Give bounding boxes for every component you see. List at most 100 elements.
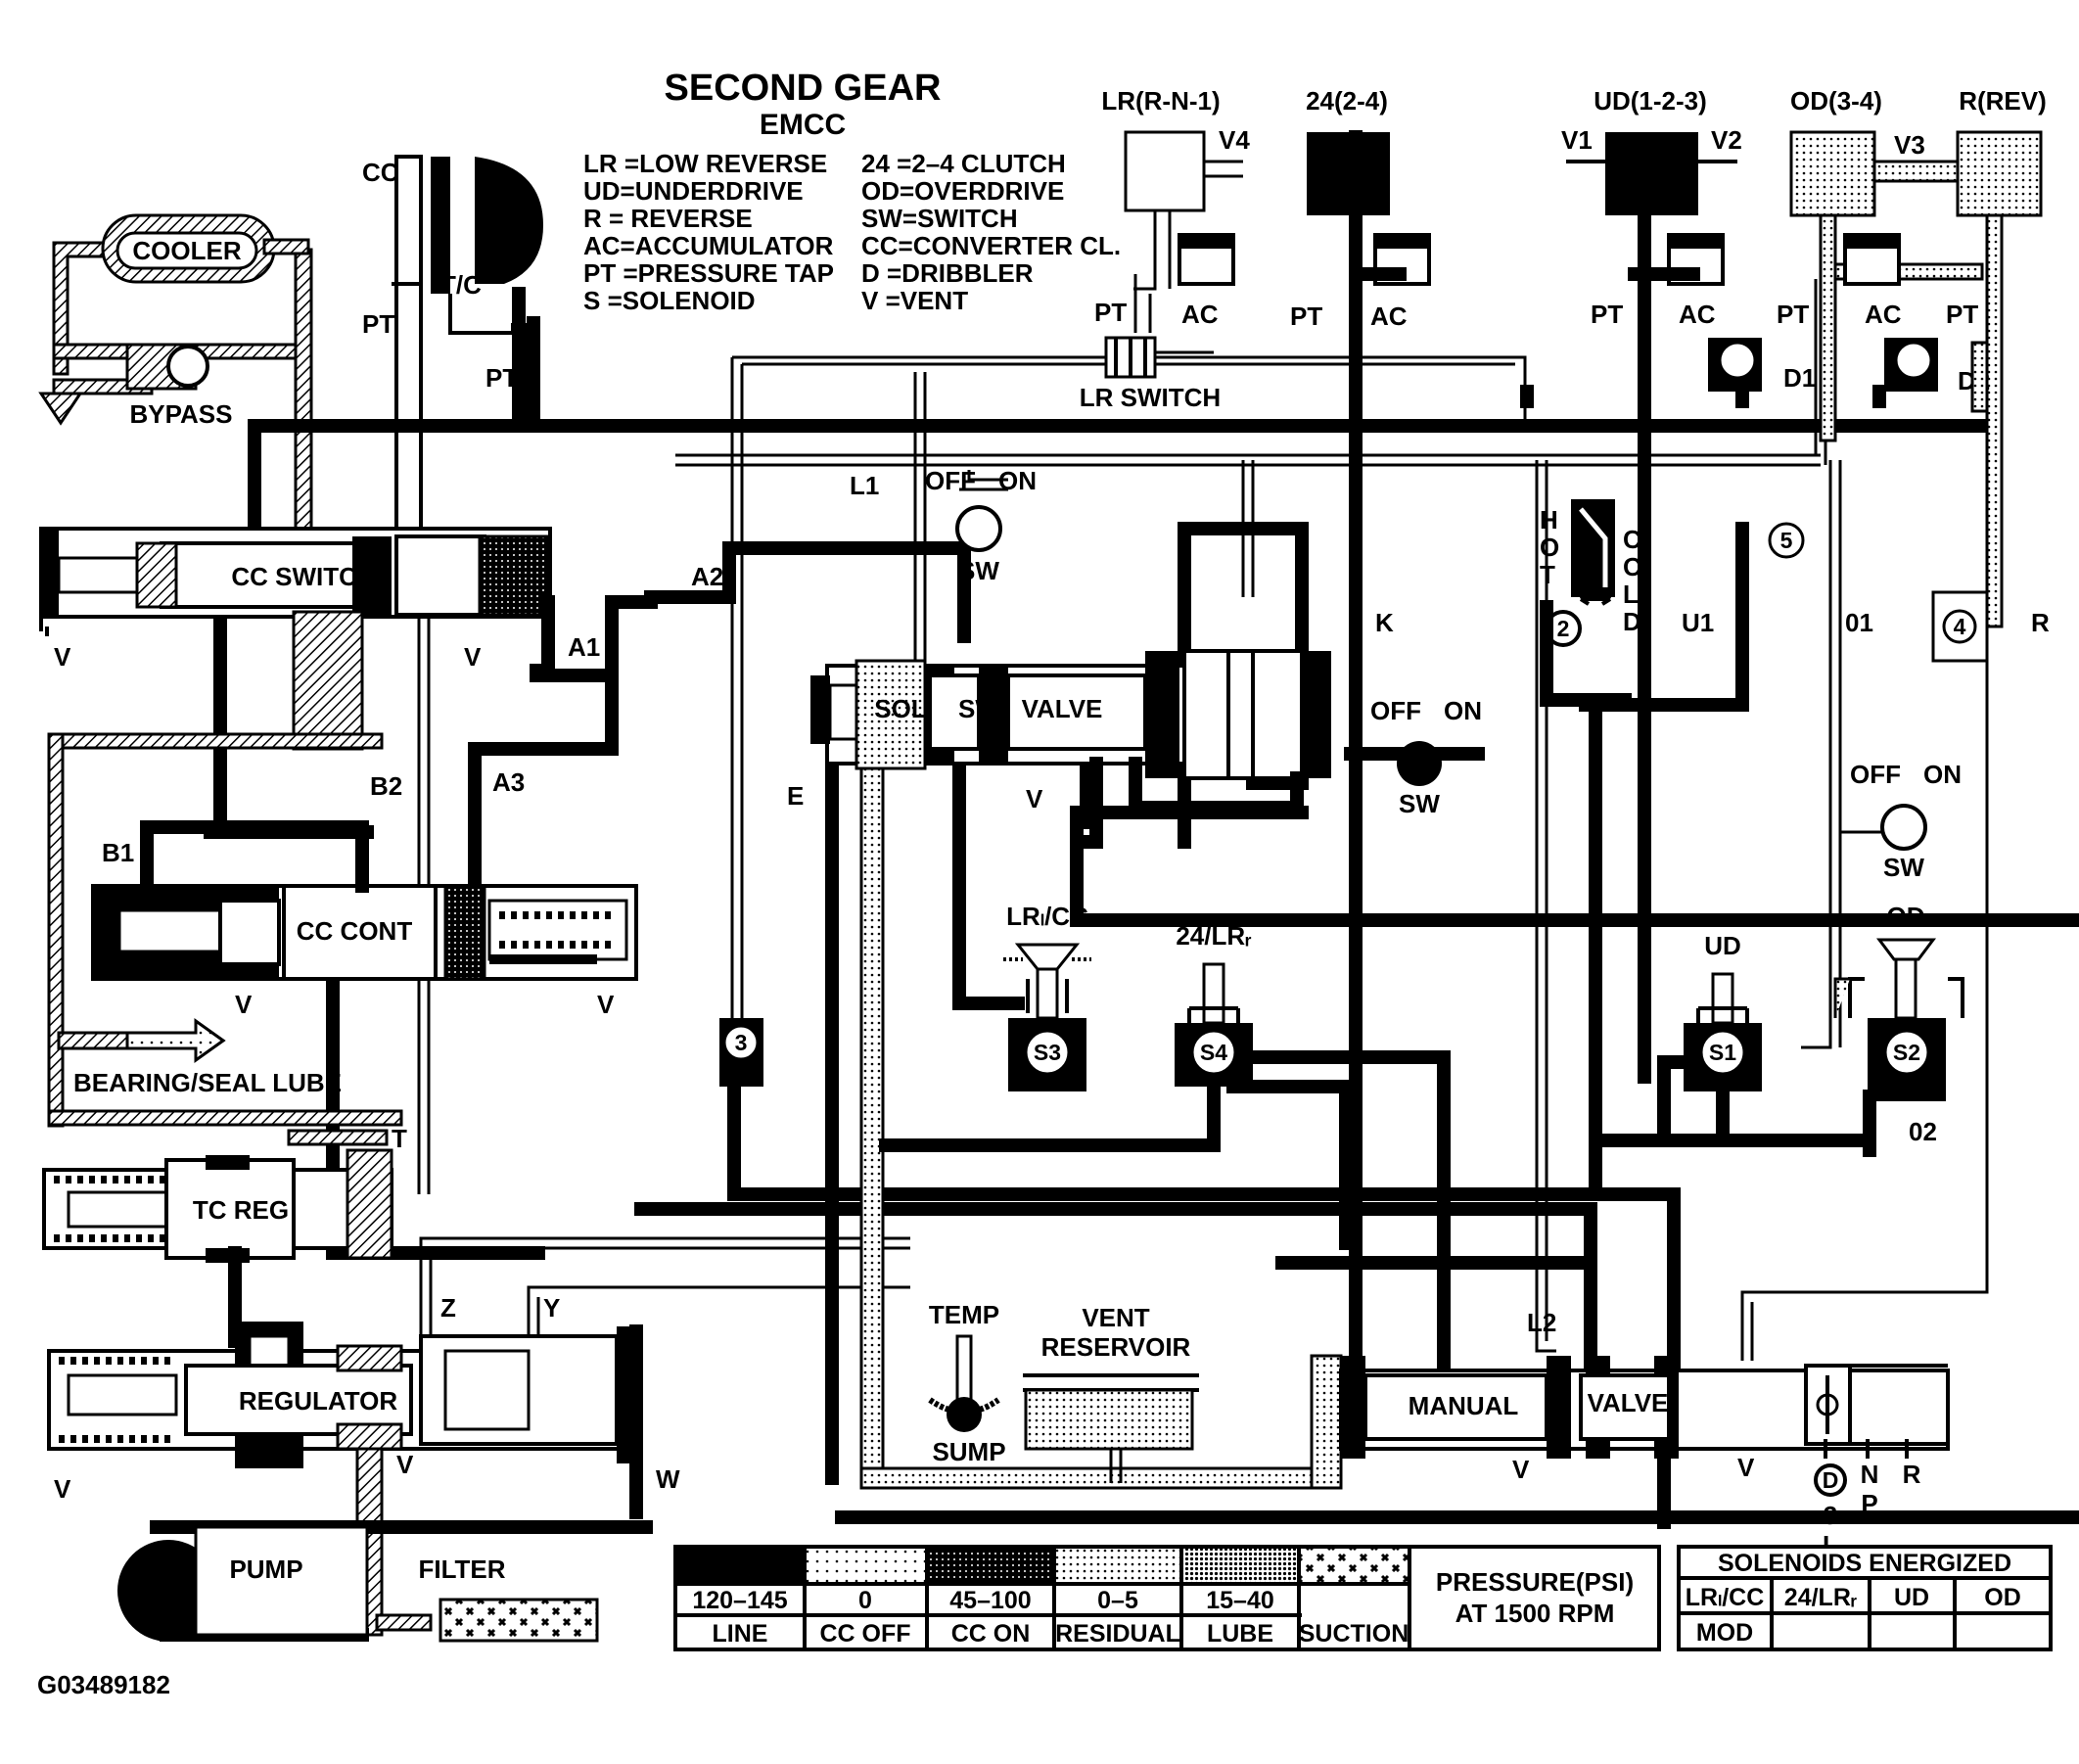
cc-off-passages <box>417 279 1842 1353</box>
sump-label: SUMP <box>932 1437 1005 1466</box>
legend-name-suction: SUCTION <box>1299 1620 1409 1648</box>
hot-label: H <box>1540 505 1558 534</box>
legend-value-residual: 0–5 <box>1097 1587 1138 1614</box>
abbr-ac: AC=ACCUMULATOR <box>583 231 834 260</box>
abbreviation-list-left: LR =LOW REVERSE UD=UNDERDRIVE R = REVERS… <box>583 149 834 315</box>
pt-tc-1: PT <box>362 309 394 339</box>
legend-name-cc-off: CC OFF <box>819 1620 910 1648</box>
reservoir-label: RESERVOIR <box>1041 1332 1191 1362</box>
abbr-v: V =VENT <box>861 286 968 315</box>
legend-value-line: 120–145 <box>692 1587 787 1614</box>
pressure-legend: 120–145 0 45–100 0–5 15–40 LINE CC OFF C… <box>673 1545 1661 1651</box>
abbr-sw: SW=SWITCH <box>861 204 1018 233</box>
abbr-od: OD=OVERDRIVE <box>861 176 1064 206</box>
abbr-s: S =SOLENOID <box>583 286 756 315</box>
sol-table-title: SOLENOIDS ENERGIZED <box>1718 1550 2011 1577</box>
ac-24: AC <box>1370 302 1408 331</box>
abbreviation-list-right: 24 =2–4 CLUTCH OD=OVERDRIVE SW=SWITCH CC… <box>861 149 1121 315</box>
vent-cc-switch-1: V <box>54 642 71 672</box>
check-2-label: 2 <box>1557 616 1570 641</box>
od-pressure-switch: OFF ON SW <box>1838 760 1962 959</box>
sol-table-h4: OD <box>1984 1584 2021 1611</box>
legend-value-cc-off: 0 <box>858 1587 872 1614</box>
sol-table-row-label: MOD <box>1696 1619 1753 1647</box>
cc-pressure-switch: OFF ON SW <box>925 466 1037 585</box>
b1-label: B1 <box>102 838 134 867</box>
ud-clutch-label: UD(1-2-3) <box>1594 86 1707 116</box>
manual-valve: MANUAL VALVE L2 V V <box>1339 627 1989 1529</box>
legend-caption-1: PRESSURE(PSI) <box>1436 1567 1634 1597</box>
v3-label: V3 <box>1894 130 1925 160</box>
pump-and-filter: PUMP FILTER <box>117 1520 653 1643</box>
ac-ud: AC <box>1679 300 1716 329</box>
cc-control-valve: CC CONT B1 V V <box>91 820 638 1019</box>
legend-name-residual: RESIDUAL <box>1055 1620 1180 1648</box>
sol-table-h1: LRₗ/CC <box>1686 1584 1765 1611</box>
bearing-lube-outlet: BEARING/SEAL LUBE <box>57 1018 342 1097</box>
ac-od: AC <box>1865 300 1902 329</box>
pt-lr: PT <box>1094 298 1127 327</box>
legend-caption-2: AT 1500 RPM <box>1455 1599 1615 1628</box>
check-5-label: 5 <box>1780 528 1793 553</box>
tc-label: T/C <box>440 270 482 300</box>
sw3-on: ON <box>1923 760 1962 789</box>
diagram-title: SECOND GEAR <box>665 68 942 109</box>
cc-label: CC <box>362 158 399 187</box>
e-label: E <box>787 781 804 811</box>
s1-label: S1 <box>1709 1040 1736 1065</box>
ac-lr: AC <box>1181 300 1219 329</box>
vent-cc-cont-1: V <box>235 990 253 1019</box>
sw-valve-label: SW <box>958 694 999 723</box>
w-label: W <box>656 1464 680 1494</box>
sol-label: SOL <box>874 694 927 723</box>
tc-reg-label: TC REG <box>193 1195 289 1225</box>
cc-cont-label: CC CONT <box>297 916 413 946</box>
d1-label: D1 <box>1783 363 1816 393</box>
sw1-off: OFF <box>925 466 976 495</box>
vent-regulator-2: V <box>396 1450 414 1479</box>
od-clutch-label: OD(3-4) <box>1790 86 1882 116</box>
pt-rev: PT <box>1946 300 1978 329</box>
sw3-off: OFF <box>1850 760 1901 789</box>
l1-label: L1 <box>850 471 879 500</box>
vent-cc-switch-2: V <box>464 642 482 672</box>
pump <box>117 1540 219 1642</box>
pt-od: PT <box>1777 300 1809 329</box>
sw2-on: ON <box>1444 696 1482 725</box>
sol-table-h3: UD <box>1894 1584 1929 1611</box>
vent-manual-2: V <box>1737 1453 1755 1482</box>
manual-label: MANUAL <box>1409 1391 1519 1420</box>
abbr-r: R = REVERSE <box>583 204 753 233</box>
abbr-24: 24 =2–4 CLUTCH <box>861 149 1066 178</box>
pt-ud: PT <box>1591 300 1623 329</box>
sump-and-reservoir: TEMP SUMP VENT RESERVOIR <box>928 1300 1343 1490</box>
z-label: Z <box>440 1293 456 1323</box>
o2-label: 02 <box>1909 1117 1937 1146</box>
check-4-label: 4 <box>1954 614 1966 639</box>
tc-regulator-valve: TC REG T <box>42 1124 407 1263</box>
sw2-label: SW <box>1399 789 1440 818</box>
vent-label: VENT <box>1082 1303 1149 1332</box>
cold-label-l: L <box>1623 580 1639 609</box>
r-label: R <box>2031 608 2050 637</box>
vent-manual-1: V <box>1512 1455 1530 1484</box>
pump-label: PUMP <box>229 1555 302 1584</box>
s4-title: 24/LRᵣ <box>1176 921 1252 951</box>
cc-solenoid-switch-valve: SOL SW VALVE V E L1 <box>787 471 1333 1490</box>
s1-title: UD <box>1704 931 1741 960</box>
sw3-label: SW <box>1883 853 1924 882</box>
shifter-n: N <box>1861 1460 1879 1489</box>
check-3-label: 3 <box>735 1030 748 1055</box>
solenoid-s4: 24/LRᵣ S4 <box>879 921 1451 1397</box>
cc-switch-label: CC SWITCH <box>231 562 375 591</box>
abbr-lr: LR =LOW REVERSE <box>583 149 827 178</box>
regulator-label: REGULATOR <box>239 1386 397 1416</box>
t-label: T <box>392 1124 407 1153</box>
vent-sol-valve: V <box>1026 784 1043 813</box>
s3-label: S3 <box>1034 1040 1061 1065</box>
l2-label: L2 <box>1527 1308 1556 1337</box>
s2-title: OD <box>1887 902 1925 931</box>
bearing-lube-label: BEARING/SEAL LUBE <box>73 1068 342 1097</box>
abbr-ud: UD=UNDERDRIVE <box>583 176 804 206</box>
